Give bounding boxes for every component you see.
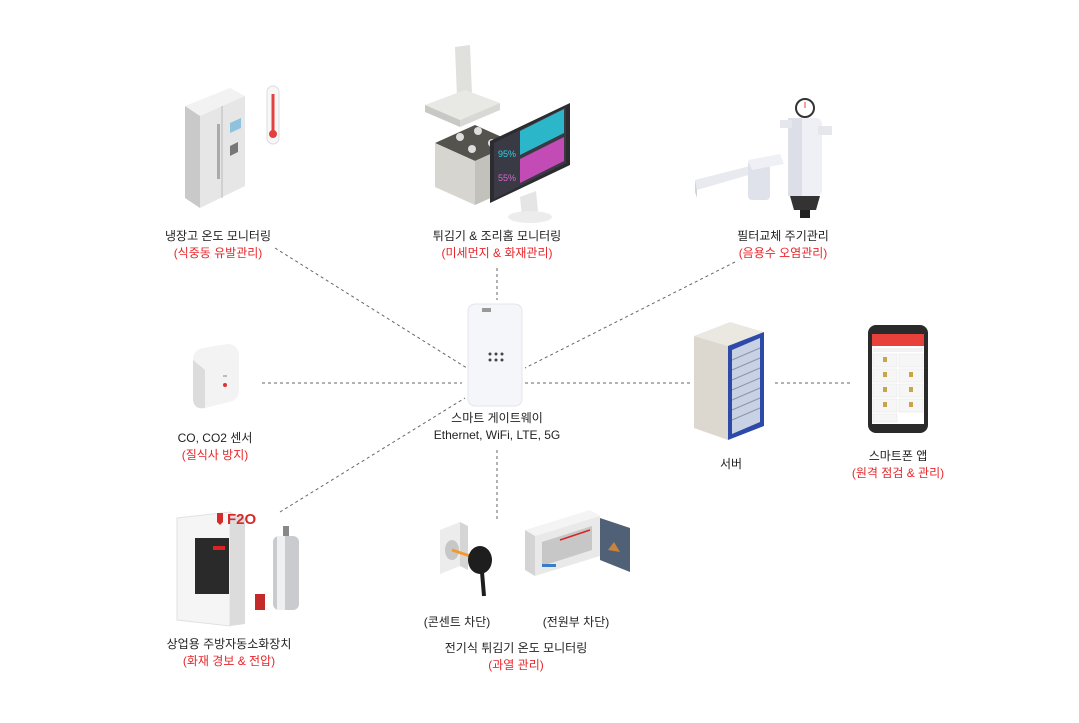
- server-node: [692, 318, 772, 448]
- gateway-node: [462, 300, 532, 415]
- fryer-node: 95% 55%: [420, 45, 590, 230]
- extinguisher-label: 상업용 주방자동소화장치 (화재 경보 & 전압): [167, 636, 292, 670]
- fire-suppression-icon: F2O: [176, 511, 299, 627]
- gateway-title: 스마트 게이트웨이: [451, 411, 543, 425]
- electric-fryer-title: 전기식 튀김기 온도 모니터링: [444, 641, 588, 655]
- co-sensor-subtitle: (질식사 방지): [181, 448, 249, 462]
- panel-part-label: (전원부 차단): [543, 614, 610, 631]
- fridge-label: 냉장고 온도 모니터링 (식중동 유발관리): [165, 228, 271, 262]
- filter-node: [690, 98, 840, 228]
- refrigerator-thermometer-icon: [185, 85, 280, 208]
- monitor-value-1: 95%: [498, 149, 516, 159]
- filter-subtitle: (음용수 오염관리): [738, 246, 828, 260]
- monitor-value-2: 55%: [498, 173, 516, 183]
- gateway-label: 스마트 게이트웨이 Ethernet, WiFi, LTE, 5G: [434, 410, 560, 444]
- filter-label: 필터교체 주기관리 (음용수 오염관리): [737, 228, 829, 262]
- gateway-subtitle: Ethernet, WiFi, LTE, 5G: [433, 428, 561, 442]
- fryer-title: 튀김기 & 조리홈 모니터링: [432, 229, 562, 243]
- app-title: 스마트폰 앱: [868, 449, 928, 463]
- fryer-label: 튀김기 & 조리홈 모니터링 (미세먼지 & 화재관리): [433, 228, 561, 262]
- extinguisher-title: 상업용 주방자동소화장치: [166, 637, 292, 651]
- power-cutoff-icon: [440, 510, 630, 597]
- line-extinguisher: [279, 397, 466, 513]
- smartphone-app-icon: [868, 325, 928, 433]
- electric-fryer-node: [430, 500, 640, 605]
- co-sensor-node: [185, 340, 245, 420]
- co-sensor-title: CO, CO2 센서: [177, 431, 253, 445]
- app-subtitle: (원격 점검 & 관리): [851, 466, 945, 480]
- fridge-node: [175, 78, 295, 223]
- water-filter-icon: [695, 98, 832, 218]
- co-sensor-icon: [193, 344, 239, 409]
- electric-fryer-label: 전기식 튀김기 온도 모니터링 (과열 관리): [445, 640, 587, 674]
- app-label: 스마트폰 앱 (원격 점검 & 관리): [852, 448, 944, 482]
- electric-fryer-subtitle: (과열 관리): [488, 658, 544, 672]
- co-sensor-label: CO, CO2 센서 (질식사 방지): [178, 430, 253, 464]
- socket-part-label: (콘센트 차단): [424, 614, 491, 631]
- extinguisher-subtitle: (화재 경보 & 전압): [182, 654, 276, 668]
- fryer-subtitle: (미세먼지 & 화재관리): [441, 246, 553, 260]
- server-label: 서버: [720, 456, 742, 473]
- app-node: [867, 324, 929, 439]
- panel-part-text: (전원부 차단): [542, 615, 610, 629]
- server-title: 서버: [719, 457, 743, 471]
- fridge-title: 냉장고 온도 모니터링: [164, 229, 272, 243]
- extinguisher-node: F2O: [175, 510, 305, 635]
- filter-title: 필터교체 주기관리: [737, 229, 829, 243]
- fridge-subtitle: (식중동 유발관리): [173, 246, 263, 260]
- kitchen-monitor-icon: 95% 55%: [425, 45, 570, 223]
- socket-part-text: (콘센트 차단): [423, 615, 491, 629]
- line-fridge: [274, 247, 471, 371]
- brand-logo: F2O: [227, 511, 257, 528]
- server-rack-icon: [694, 322, 764, 440]
- gateway-device-icon: [467, 303, 523, 407]
